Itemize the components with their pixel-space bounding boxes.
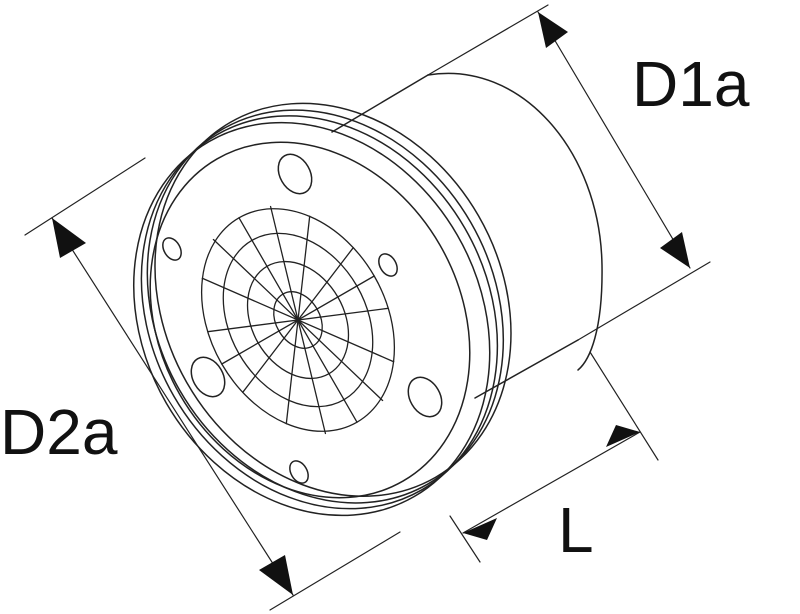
bolt-holes — [162, 153, 443, 484]
dimension-l — [449, 351, 659, 563]
dimension-d1a — [427, 4, 711, 341]
dimension-label-d2a: D2a — [0, 396, 118, 468]
grille — [200, 205, 396, 435]
dimension-label-d1a: D1a — [632, 48, 750, 120]
dimension-d2a — [24, 157, 401, 611]
dimension-label-l: L — [558, 494, 594, 566]
flange — [133, 102, 512, 517]
